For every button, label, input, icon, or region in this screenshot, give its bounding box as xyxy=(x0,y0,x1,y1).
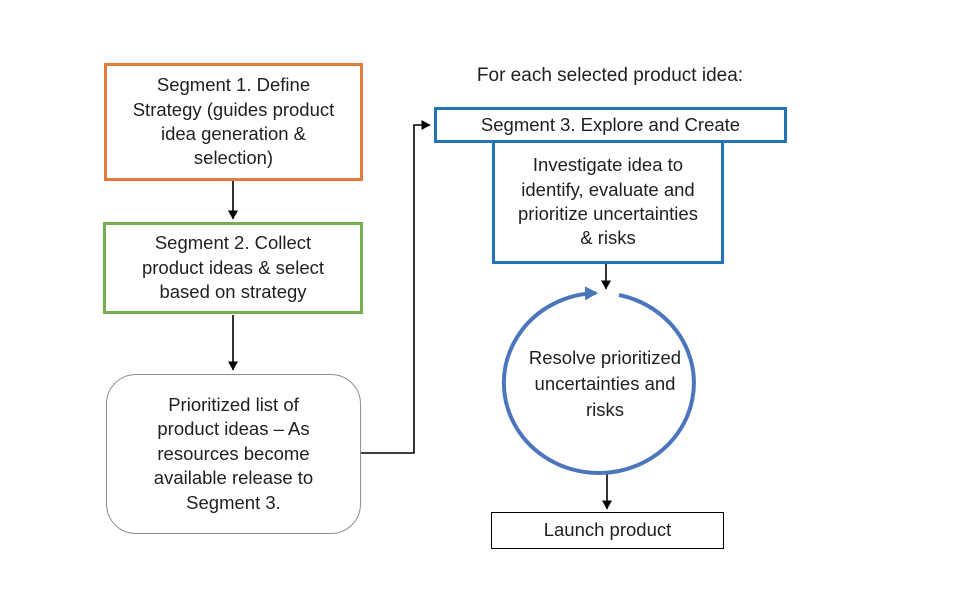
node-segment3-explore-create: Segment 3. Explore and Create xyxy=(434,107,787,143)
node-segment2-collect-ideas: Segment 2. Collect product ideas & selec… xyxy=(103,222,363,314)
node-investigate-idea: Investigate idea to identify, evaluate a… xyxy=(492,140,724,264)
elbow-connector-list-to-seg3 xyxy=(361,120,431,454)
node-segment3-label: Segment 3. Explore and Create xyxy=(480,113,741,135)
node-launch-product: Launch product xyxy=(491,512,724,549)
node-segment2-label: Segment 2. Collect product ideas & selec… xyxy=(141,232,325,303)
node-resolve-loop: Resolve prioritized uncertainties and ri… xyxy=(515,325,695,443)
node-prioritized-list-label: Prioritized list of product ideas – As r… xyxy=(153,393,314,513)
node-segment1-define-strategy: Segment 1. Define Strategy (guides produ… xyxy=(104,63,363,181)
node-resolve-loop-label: Resolve prioritized uncertainties and ri… xyxy=(528,346,682,421)
node-investigate-label: Investigate idea to identify, evaluate a… xyxy=(518,154,698,249)
heading-for-each-selected-product-idea: For each selected product idea: xyxy=(476,65,744,86)
node-prioritized-list: Prioritized list of product ideas – As r… xyxy=(106,374,361,534)
node-launch-product-label: Launch product xyxy=(543,519,672,541)
node-segment1-label: Segment 1. Define Strategy (guides produ… xyxy=(132,74,335,169)
